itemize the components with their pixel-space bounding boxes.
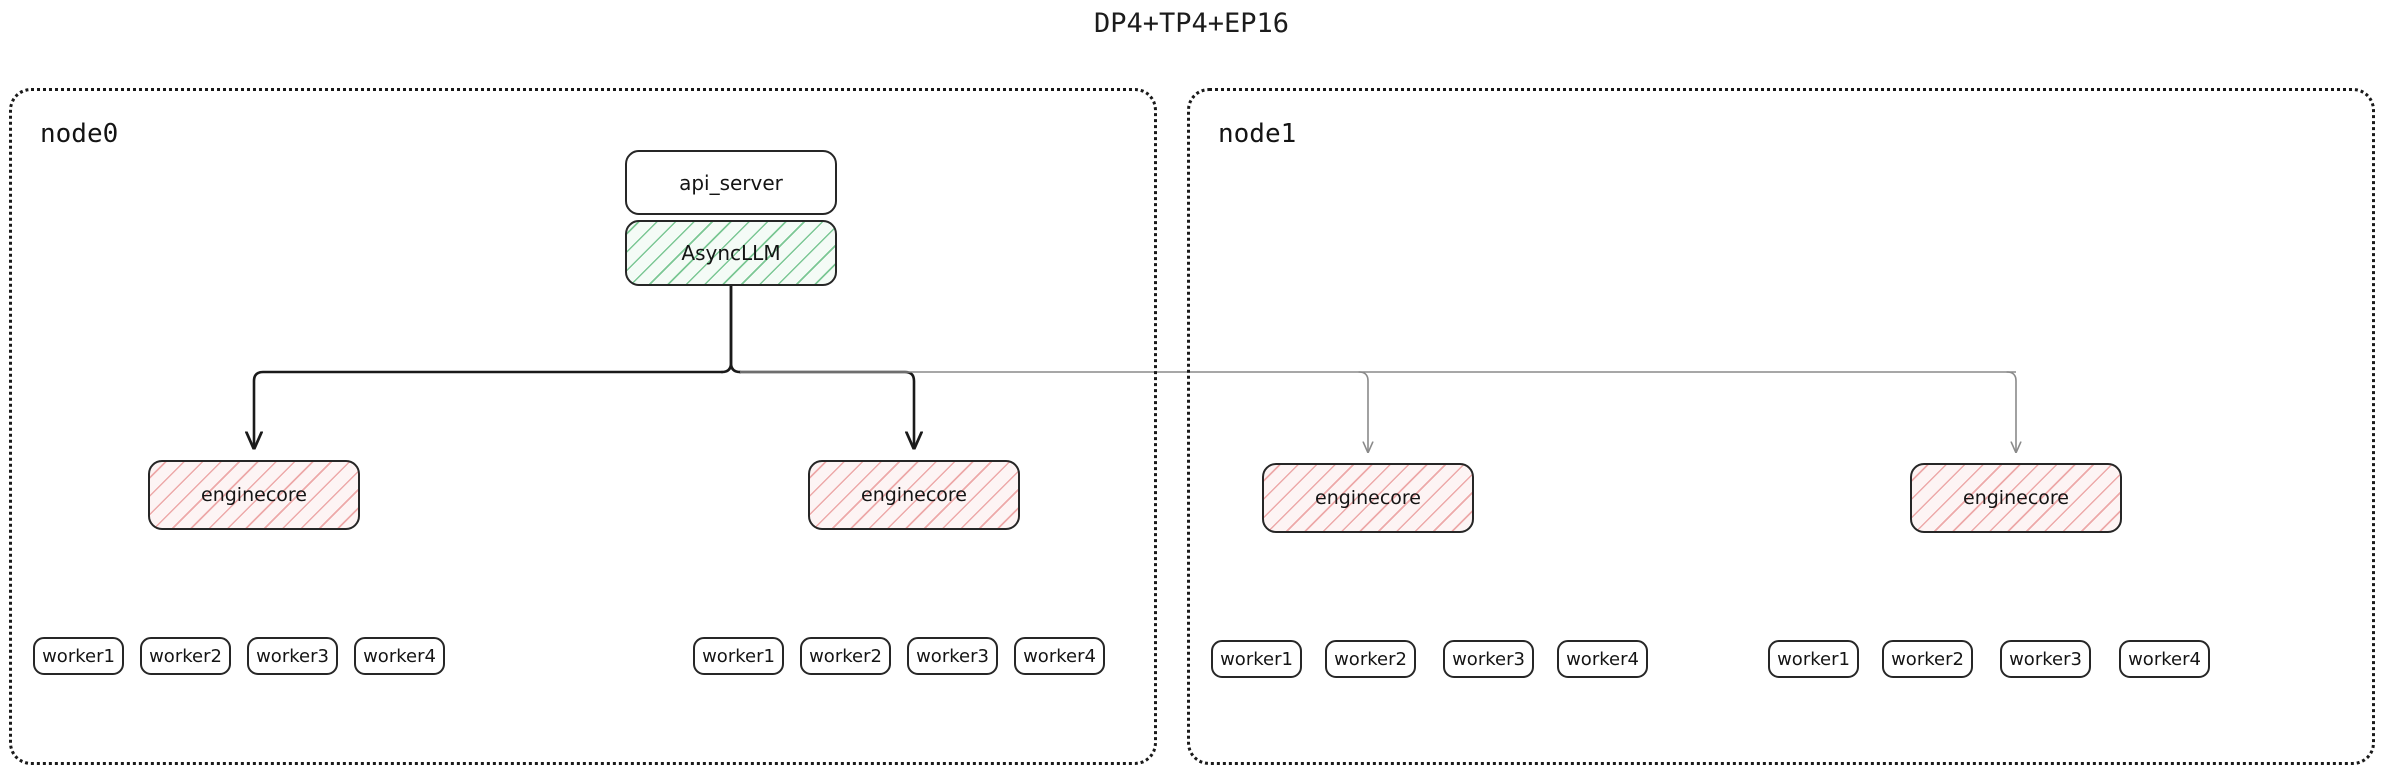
worker-label: worker2 [1891,648,1964,670]
worker-label: worker3 [2009,648,2082,670]
worker-label: worker1 [1777,648,1850,670]
enginecore-node[interactable]: enginecore [1910,463,2122,533]
worker-node[interactable]: worker3 [2000,640,2091,678]
worker-label: worker2 [149,645,222,667]
worker-node[interactable]: worker3 [907,637,998,675]
worker-label: worker4 [2128,648,2201,670]
worker-label: worker1 [1220,648,1293,670]
async-llm-node[interactable]: AsyncLLM [625,220,837,286]
enginecore-label: enginecore [1963,487,2069,509]
worker-label: worker2 [1334,648,1407,670]
node-cluster-label-node0: node0 [40,119,119,149]
worker-node[interactable]: worker1 [33,637,124,675]
api-server-node[interactable]: api_server [625,150,837,215]
worker-node[interactable]: worker4 [1014,637,1105,675]
worker-node[interactable]: worker2 [1882,640,1973,678]
worker-label: worker4 [1566,648,1639,670]
enginecore-label: enginecore [861,484,967,506]
worker-node[interactable]: worker1 [693,637,784,675]
node-cluster-label-node1: node1 [1218,119,1297,149]
enginecore-node[interactable]: enginecore [1262,463,1474,533]
enginecore-node[interactable]: enginecore [808,460,1020,530]
enginecore-node[interactable]: enginecore [148,460,360,530]
worker-node[interactable]: worker2 [800,637,891,675]
worker-label: worker3 [1452,648,1525,670]
worker-label: worker1 [42,645,115,667]
worker-node[interactable]: worker3 [1443,640,1534,678]
node-cluster-node0: node0 [9,88,1157,765]
worker-node[interactable]: worker1 [1768,640,1859,678]
worker-label: worker2 [809,645,882,667]
worker-node[interactable]: worker4 [2119,640,2210,678]
worker-node[interactable]: worker2 [1325,640,1416,678]
async-llm-label: AsyncLLM [681,241,781,265]
enginecore-label: enginecore [1315,487,1421,509]
worker-label: worker1 [702,645,775,667]
api-server-label: api_server [679,170,783,195]
worker-node[interactable]: worker2 [140,637,231,675]
enginecore-label: enginecore [201,484,307,506]
worker-label: worker3 [916,645,989,667]
worker-node[interactable]: worker3 [247,637,338,675]
page-title: DP4+TP4+EP16 [1093,8,1290,39]
worker-label: worker4 [1023,645,1096,667]
worker-label: worker3 [256,645,329,667]
node-cluster-node1: node1 [1187,88,2375,765]
worker-node[interactable]: worker1 [1211,640,1302,678]
worker-node[interactable]: worker4 [354,637,445,675]
worker-label: worker4 [363,645,436,667]
worker-node[interactable]: worker4 [1557,640,1648,678]
